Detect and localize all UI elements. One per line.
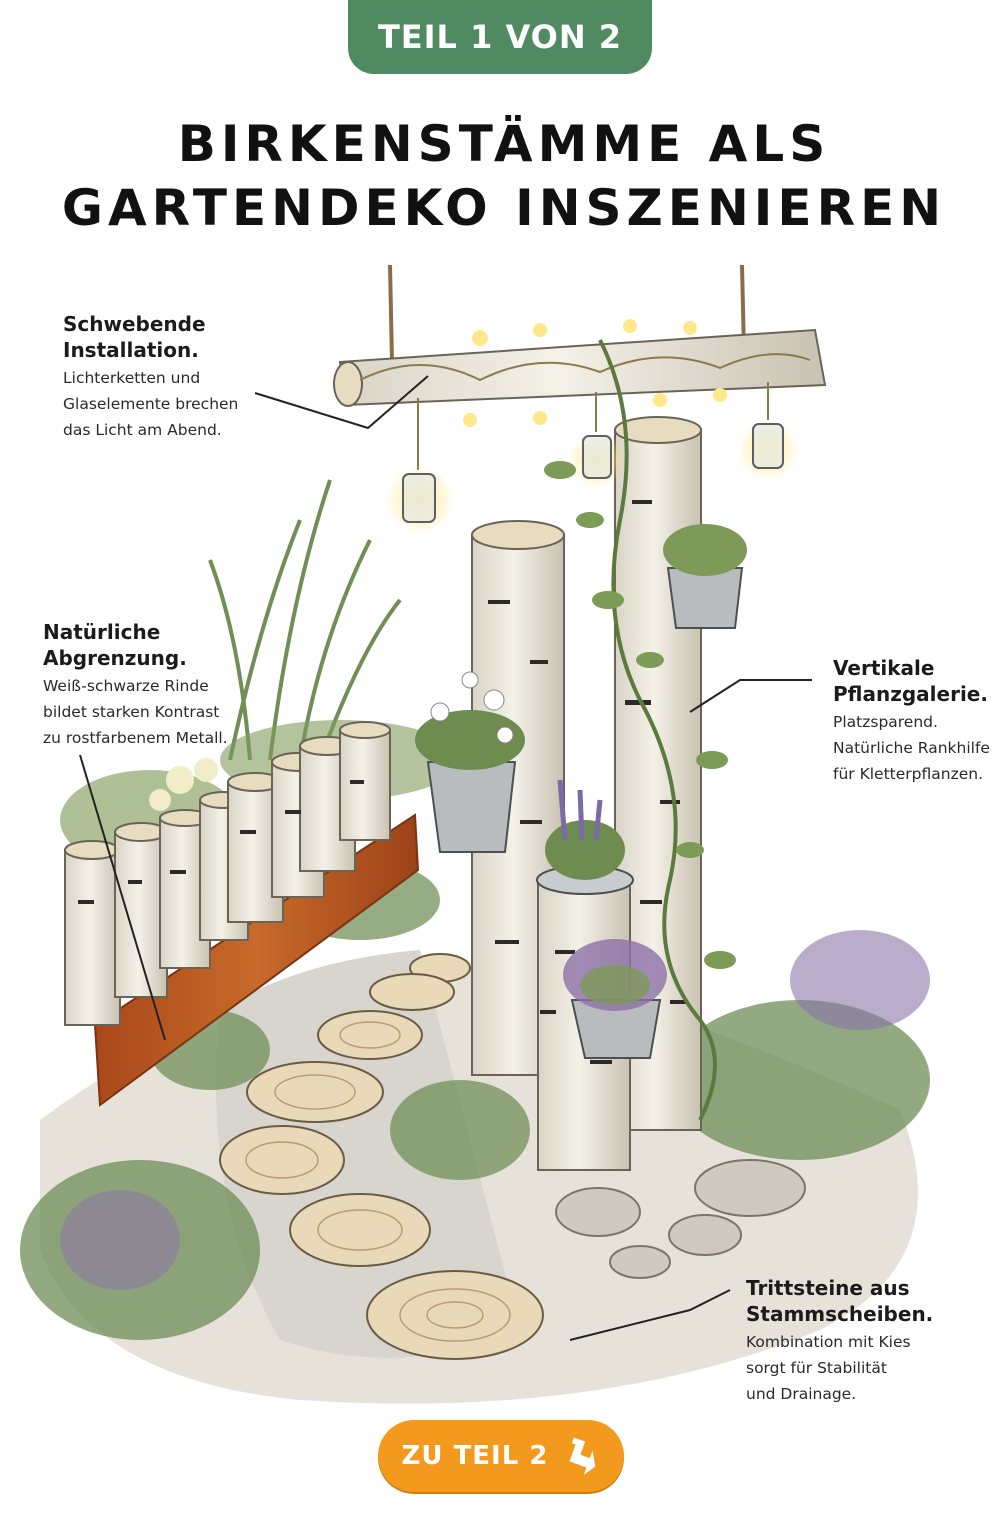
metal-pots <box>426 567 744 1059</box>
part-badge: TEIL 1 VON 2 <box>348 0 652 74</box>
page-title: BIRKENSTÄMME ALS GARTENDEKO INSZENIEREN <box>0 112 1008 240</box>
stepping-stones <box>219 953 544 1360</box>
climbing-vine <box>598 339 717 1121</box>
potted-flowers <box>415 524 747 1011</box>
glass-jars <box>402 423 784 523</box>
vine-leaves <box>544 461 736 969</box>
annotation-line: das Licht am Abend. <box>63 421 222 439</box>
annotation-line: Natürliche Rankhilfe <box>833 739 990 757</box>
annotation-heading: Vertikale Pflanzgalerie. <box>833 655 1003 707</box>
annotation-trittsteine: Trittsteine aus Stammscheiben. Kombinati… <box>746 1275 966 1407</box>
annotation-heading: Natürliche Abgrenzung. <box>43 620 187 670</box>
annotation-line: Lichterketten und <box>63 369 201 387</box>
annotation-heading: Schwebende Installation. <box>63 312 206 362</box>
hanging-branch <box>333 264 827 470</box>
arrow-down-right-icon <box>569 1437 596 1475</box>
next-part-button[interactable]: ZU TEIL 2 <box>378 1420 624 1492</box>
annotation-line: Glaselemente brechen <box>63 395 239 413</box>
annotation-text: Platzsparend. Natürliche Rankhilfe für K… <box>833 709 1003 787</box>
annotation-heading: Trittsteine aus Stammscheiben. <box>746 1275 966 1327</box>
annotation-line: und Drainage. <box>746 1385 857 1403</box>
rocks <box>555 1159 806 1279</box>
disc-rings <box>245 1021 511 1342</box>
annotation-line: zu rostfarbenem Metall. <box>43 729 228 747</box>
annotation-heading-line: Pflanzgalerie. <box>833 682 988 706</box>
annotation-heading-line: Trittsteine aus <box>746 1276 910 1300</box>
annotation-heading-line: Vertikale <box>833 656 935 680</box>
annotation-line: Weiß-schwarze Rinde <box>43 677 209 695</box>
log-fence <box>64 721 391 1026</box>
leader-lines <box>79 375 812 1341</box>
annotation-line: bildet starken Kontrast <box>43 703 220 721</box>
title-line-2: GARTENDEKO INSZENIEREN <box>61 179 947 237</box>
annotation-line: sorgt für Stabilität <box>746 1359 887 1377</box>
annotation-line: Platzsparend. <box>833 713 938 731</box>
annotation-installation: Schwebende Installation. Lichterketten u… <box>63 311 303 443</box>
annotation-line: Kombination mit Kies <box>746 1333 911 1351</box>
annotation-text: Kombination mit Kies sorgt für Stabilitä… <box>746 1329 966 1407</box>
annotation-heading-line: Stammscheiben. <box>746 1302 934 1326</box>
title-line-1: BIRKENSTÄMME ALS <box>177 115 831 173</box>
annotation-line: für Kletterpflanzen. <box>833 765 983 783</box>
annotation-text: Weiß-schwarze Rinde bildet starken Kontr… <box>43 673 283 751</box>
annotation-text: Lichterketten und Glaselemente brechen d… <box>63 365 303 443</box>
next-part-label: ZU TEIL 2 <box>401 1441 549 1471</box>
annotation-galerie: Vertikale Pflanzgalerie. Platzsparend. N… <box>833 655 1003 787</box>
annotation-abgrenzung: Natürliche Abgrenzung. Weiß-schwarze Rin… <box>43 619 283 751</box>
